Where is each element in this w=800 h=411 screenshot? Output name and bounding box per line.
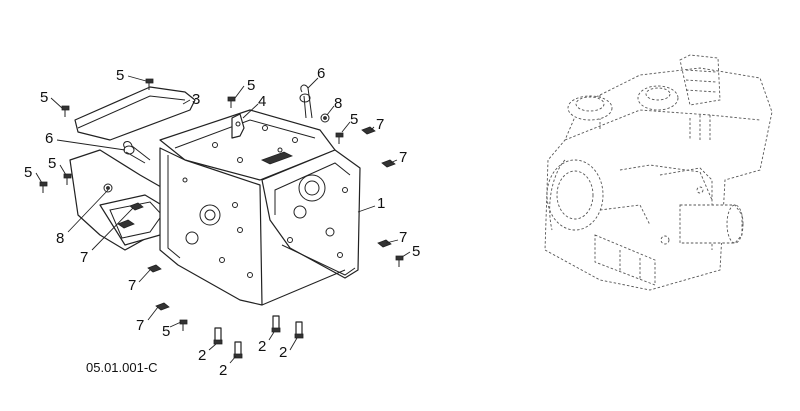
leader-lines bbox=[35, 75, 411, 364]
callout-5: 5 bbox=[24, 164, 32, 181]
callout-2: 2 bbox=[198, 347, 206, 364]
hairpin-clip-part-6-left bbox=[123, 141, 151, 164]
callout-2: 2 bbox=[258, 338, 266, 355]
nut-icon bbox=[155, 302, 170, 311]
main-frame-part-1 bbox=[159, 109, 361, 306]
cover-plate-part-3 bbox=[74, 86, 196, 141]
callout-labels: 5 5 3 5 4 6 8 5 7 6 7 5 5 1 8 7 7 5 7 7 … bbox=[24, 65, 420, 379]
callout-5: 5 bbox=[40, 89, 48, 106]
callout-7: 7 bbox=[128, 277, 136, 294]
callout-7: 7 bbox=[399, 149, 407, 166]
stud-icon bbox=[213, 327, 223, 345]
nut-icon bbox=[147, 264, 162, 273]
callout-3: 3 bbox=[192, 91, 200, 108]
screw-icon bbox=[61, 105, 70, 117]
hairpin-clip-part-6-top bbox=[299, 84, 313, 119]
engine-reference-outline bbox=[544, 54, 773, 291]
callout-2: 2 bbox=[279, 344, 287, 361]
callout-7: 7 bbox=[399, 229, 407, 246]
nut-icon bbox=[377, 239, 392, 248]
screw-icon bbox=[335, 132, 344, 144]
callout-7: 7 bbox=[80, 249, 88, 266]
callout-2: 2 bbox=[219, 362, 227, 379]
stud-icon bbox=[233, 341, 243, 359]
stud-icon bbox=[271, 315, 281, 333]
washer-icon bbox=[320, 113, 330, 123]
callout-1: 1 bbox=[377, 195, 385, 212]
callout-6: 6 bbox=[317, 65, 325, 82]
callout-7: 7 bbox=[376, 116, 384, 133]
callout-6: 6 bbox=[45, 130, 53, 147]
screw-icon bbox=[179, 319, 188, 331]
washer-icon bbox=[103, 183, 113, 193]
callout-4: 4 bbox=[258, 93, 266, 110]
callout-5: 5 bbox=[350, 111, 358, 128]
screw-icon bbox=[63, 173, 72, 185]
callout-8: 8 bbox=[334, 95, 342, 112]
callout-8: 8 bbox=[56, 230, 64, 247]
screw-icon bbox=[227, 96, 236, 108]
stud-icon bbox=[294, 321, 304, 339]
screw-icon bbox=[39, 181, 48, 193]
lower-tray-bracket bbox=[69, 149, 176, 251]
callout-5: 5 bbox=[116, 67, 124, 84]
callout-5: 5 bbox=[162, 323, 170, 340]
callout-5: 5 bbox=[48, 155, 56, 172]
screw-icon bbox=[145, 78, 154, 90]
fasteners bbox=[39, 78, 404, 359]
figure-reference-number: 05.01.001-C bbox=[86, 360, 158, 375]
callout-5: 5 bbox=[412, 243, 420, 260]
callout-7: 7 bbox=[136, 317, 144, 334]
screw-icon bbox=[395, 255, 404, 267]
callout-5: 5 bbox=[247, 77, 255, 94]
nut-icon bbox=[381, 159, 396, 168]
bracket-part-4 bbox=[231, 113, 245, 139]
